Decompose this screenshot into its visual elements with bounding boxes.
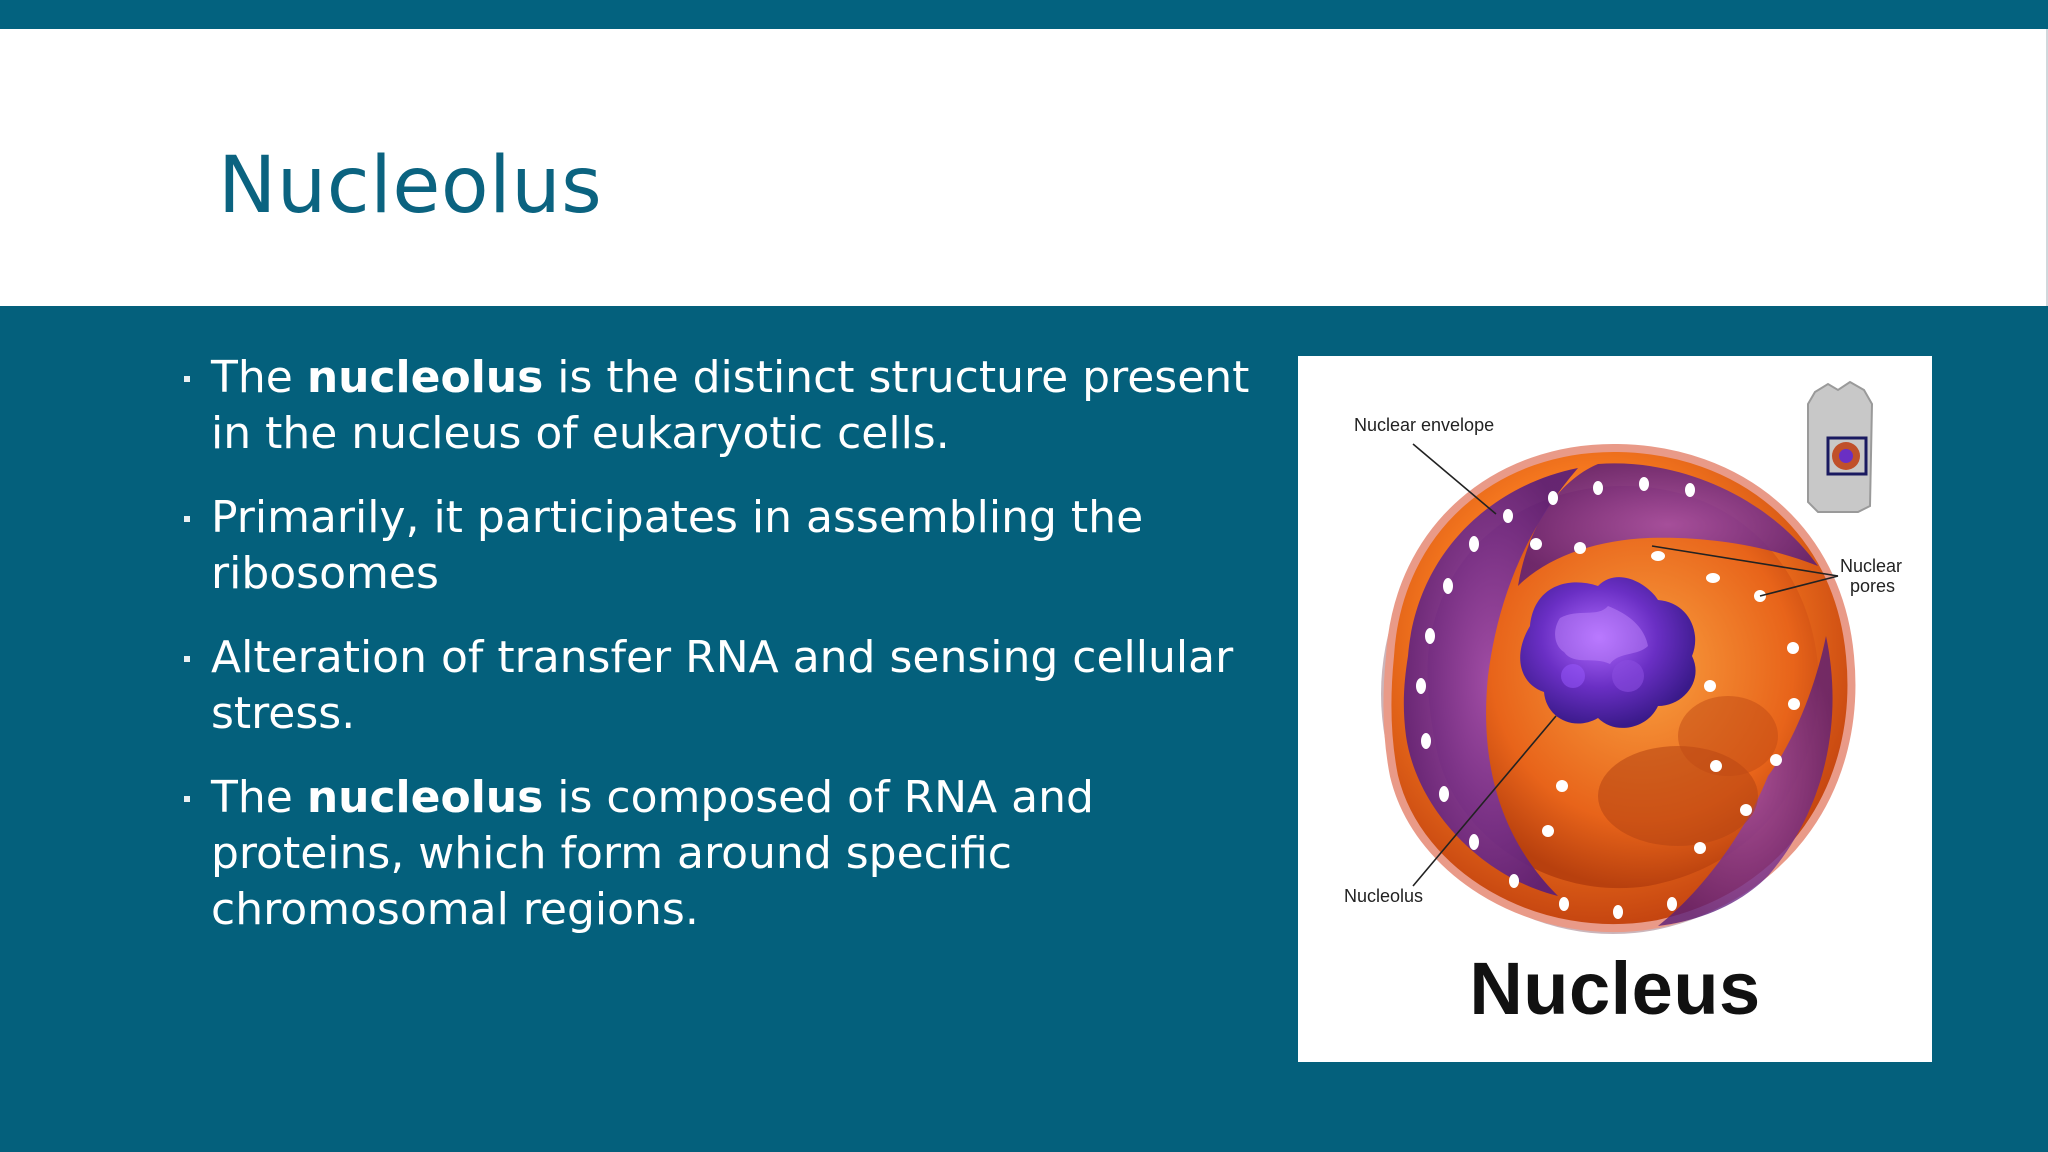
bullet-bold-term: nucleolus [306, 352, 544, 403]
label-nuclear-pores-line1: Nuclear [1840, 556, 1902, 576]
bullet-item: The nucleolus is the distinct structure … [176, 350, 1256, 462]
bullet-list: The nucleolus is the distinct structure … [176, 350, 1256, 966]
label-nuclear-envelope: Nuclear envelope [1354, 415, 1494, 435]
bullet-marker [184, 376, 190, 382]
bullet-text: is composed of RNA and proteins, which f… [211, 772, 1094, 935]
bullet-text: The [211, 772, 307, 823]
bullet-text: Primarily, it participates in assembling… [211, 492, 1144, 599]
leader-lines [1412, 443, 1839, 887]
bullet-item: Alteration of transfer RNA and sensing c… [176, 630, 1256, 742]
nucleolus-blob [1520, 577, 1696, 728]
bullet-marker [184, 796, 190, 802]
cell-inset-icon [1807, 380, 1874, 513]
title-area: Nucleolus [0, 29, 2048, 306]
bullet-text: Alteration of transfer RNA and sensing c… [211, 632, 1234, 739]
bullet-marker [184, 516, 190, 522]
bullet-text: is the distinct structure present in the… [211, 352, 1250, 459]
bullet-marker [184, 656, 190, 662]
bullet-item: The nucleolus is composed of RNA and pro… [176, 770, 1256, 938]
label-nucleolus: Nucleolus [1344, 886, 1423, 906]
bullet-text: The [211, 352, 307, 403]
nucleus-illustration: Nuclear envelope Nuclear pores Nucleolus [1344, 380, 1902, 934]
top-accent-strip [0, 0, 2048, 29]
bullet-item: Primarily, it participates in assembling… [176, 490, 1256, 602]
label-nuclear-pores-line2: pores [1850, 576, 1895, 596]
nuclear-pores [1416, 477, 1800, 919]
nucleus-figure: Nuclear envelope Nuclear pores Nucleolus… [1298, 356, 1932, 1062]
bullet-bold-term: nucleolus [306, 772, 544, 823]
figure-caption: Nucleus [1469, 947, 1761, 1030]
slide-title: Nucleolus [218, 141, 603, 231]
